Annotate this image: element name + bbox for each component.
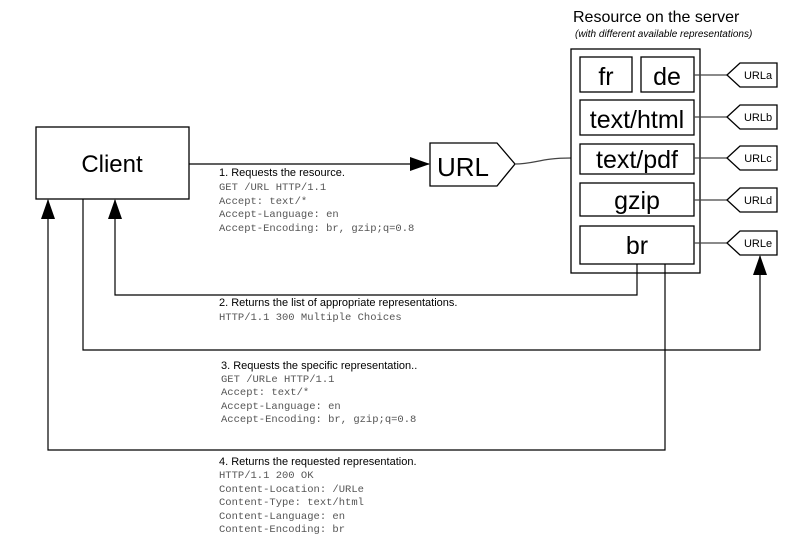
svg-text:fr: fr [598,63,613,91]
svg-text:Accept-Language: en: Accept-Language: en [221,401,341,413]
svg-text:Accept-Encoding: br, gzip;q=0.: Accept-Encoding: br, gzip;q=0.8 [219,223,414,235]
svg-text:br: br [626,232,648,260]
server-title: Resource on the server [573,9,740,26]
svg-text:Content-Encoding: br: Content-Encoding: br [219,524,345,536]
svg-text:GET /URL HTTP/1.1: GET /URL HTTP/1.1 [219,182,326,194]
url-tag-d: URLd [694,187,778,213]
step-4-label: 4. Returns the requested representation.… [219,456,417,536]
svg-text:Content-Type: text/html: Content-Type: text/html [219,497,364,509]
svg-text:URLc: URLc [744,153,772,165]
svg-text:text/pdf: text/pdf [596,146,678,174]
svg-text:de: de [653,63,681,91]
svg-text:gzip: gzip [614,187,660,215]
svg-text:Accept: text/*: Accept: text/* [219,196,307,208]
svg-text:3. Requests the specific repre: 3. Requests the specific representation.… [221,360,417,372]
representation-text-html: text/html [579,99,695,136]
svg-text:Accept-Encoding: br, gzip;q=0.: Accept-Encoding: br, gzip;q=0.8 [221,414,416,426]
representation-br: br [579,225,695,265]
svg-text:URLe: URLe [744,238,772,250]
url-label: URL [437,152,489,182]
svg-text:Content-Location: /URLe: Content-Location: /URLe [219,484,364,496]
svg-text:HTTP/1.1 300 Multiple Choices: HTTP/1.1 300 Multiple Choices [219,312,402,324]
svg-text:4. Returns the requested repre: 4. Returns the requested representation. [219,456,417,468]
representation-de: de [640,56,695,93]
svg-text:Accept: text/*: Accept: text/* [221,387,309,399]
url-to-server-connector [514,157,572,165]
step-1-label: 1. Requests the resource. GET /URL HTTP/… [219,167,414,235]
svg-text:1. Requests the resource.: 1. Requests the resource. [219,167,345,179]
client-node: Client [35,126,190,200]
svg-text:text/html: text/html [590,106,684,134]
arrow-step-4 [41,199,666,451]
svg-text:URLb: URLb [744,112,772,124]
arrow-step-3 [82,199,767,351]
client-label: Client [81,151,143,178]
representation-gzip: gzip [579,182,695,217]
representation-fr: fr [579,56,633,93]
url-tag-c: URLc [694,145,778,171]
step-3-label: 3. Requests the specific representation.… [221,360,417,426]
server-subtitle: (with different available representation… [575,29,752,40]
svg-text:GET /URLe HTTP/1.1: GET /URLe HTTP/1.1 [221,374,334,386]
svg-text:2. Returns the list of approp: 2. Returns the list of appropriate repre… [219,297,457,309]
svg-text:Accept-Language: en: Accept-Language: en [219,209,339,221]
url-node: URL [429,142,516,187]
step-2-label: 2. Returns the list of appropriate repre… [219,297,457,324]
svg-text:URLd: URLd [744,195,772,207]
arrow-step-2 [108,199,638,296]
url-tag-b: URLb [694,104,778,130]
url-tag-e: URLe [694,230,778,256]
url-tag-a: URLa [694,62,778,88]
svg-text:HTTP/1.1 200 OK: HTTP/1.1 200 OK [219,470,314,482]
svg-text:Content-Language: en: Content-Language: en [219,511,345,523]
svg-text:URLa: URLa [744,70,773,82]
representation-text-pdf: text/pdf [579,143,695,175]
